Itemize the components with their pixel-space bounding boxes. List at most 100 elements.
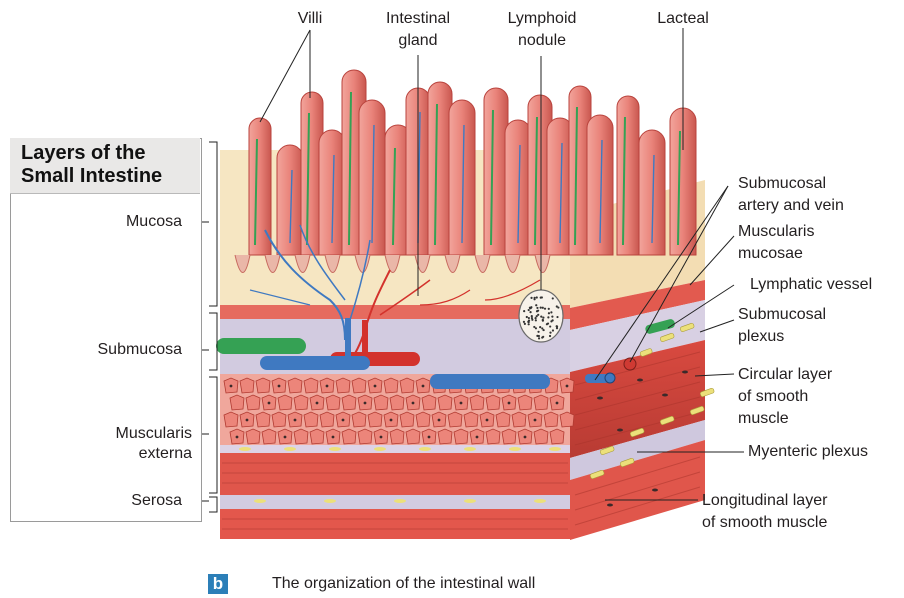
nodule-cell bbox=[556, 305, 558, 307]
label-submucosal-artery-2: artery and vein bbox=[738, 196, 844, 216]
figure-badge: b bbox=[208, 574, 228, 594]
nodule-cell bbox=[535, 319, 537, 321]
nodule-cell bbox=[536, 315, 538, 317]
muscle-cell bbox=[544, 412, 558, 427]
muscle-cell bbox=[310, 429, 324, 444]
layer-label-serosa: Serosa bbox=[60, 491, 182, 511]
nodule-cell bbox=[542, 317, 544, 319]
muscle-cell bbox=[438, 395, 452, 410]
nodule-cell bbox=[538, 337, 540, 339]
muscle-nucleus bbox=[508, 402, 511, 405]
muscle-cell bbox=[464, 412, 478, 427]
nodule-cell bbox=[531, 317, 533, 319]
nodule-cell bbox=[556, 316, 558, 318]
muscle-cell bbox=[400, 412, 414, 427]
muscle-nucleus bbox=[246, 419, 249, 422]
muscle-nucleus bbox=[422, 385, 425, 388]
muscle-nucleus bbox=[374, 385, 377, 388]
muscle-nucleus bbox=[342, 419, 345, 422]
muscle-cell bbox=[240, 378, 254, 393]
nodule-cell bbox=[528, 320, 530, 322]
muscle-cell bbox=[352, 412, 366, 427]
muscle-cell bbox=[256, 412, 270, 427]
nodule-cell bbox=[528, 317, 530, 319]
muscle-cell bbox=[358, 429, 372, 444]
muscle-cell bbox=[470, 395, 484, 410]
muscle-nucleus bbox=[278, 385, 281, 388]
nodule-cell bbox=[548, 312, 550, 314]
vein-front bbox=[260, 356, 370, 370]
muscle-cell bbox=[406, 429, 420, 444]
nodule-cell bbox=[542, 307, 544, 309]
muscle-cell bbox=[560, 412, 574, 427]
muscle-nucleus bbox=[326, 385, 329, 388]
muscle-cell bbox=[438, 429, 452, 444]
muscle-nucleus bbox=[332, 436, 335, 439]
layer-label-muscularis-2: externa bbox=[60, 444, 192, 464]
layer-label-muscularis-1: Muscularis bbox=[60, 424, 192, 444]
nodule-cell bbox=[526, 316, 528, 318]
nodule-cell bbox=[524, 323, 526, 325]
nodule-cell bbox=[541, 327, 543, 329]
muscle-cell bbox=[550, 429, 564, 444]
layer-label-submucosa: Submucosa bbox=[60, 340, 182, 360]
muscle-cell bbox=[352, 378, 366, 393]
label-muscularis-mucosae-2: mucosae bbox=[738, 244, 803, 264]
nodule-cell bbox=[549, 335, 551, 337]
muscle-cell bbox=[304, 378, 318, 393]
muscle-cell bbox=[486, 429, 500, 444]
nodule-cell bbox=[529, 311, 531, 313]
muscle-nucleus bbox=[294, 419, 297, 422]
muscle-cell bbox=[224, 412, 238, 427]
vein-front-2 bbox=[430, 374, 550, 389]
nodule-cell bbox=[531, 315, 533, 317]
muscle-cell bbox=[400, 378, 414, 393]
lymphatic-vessel-front bbox=[216, 338, 306, 354]
nodule-cell bbox=[550, 311, 552, 313]
muscle-nucleus bbox=[412, 402, 415, 405]
muscle-cell bbox=[534, 395, 548, 410]
label-submucosal-plexus-1: Submucosal bbox=[738, 305, 826, 325]
muscle-nucleus bbox=[534, 419, 537, 422]
muscle-nucleus bbox=[460, 402, 463, 405]
muscle-nucleus bbox=[284, 436, 287, 439]
nodule-cell bbox=[556, 327, 558, 329]
muscle-cell bbox=[448, 412, 462, 427]
nodule-cell bbox=[549, 325, 551, 327]
label-longitudinal-layer-1: Longitudinal layer bbox=[702, 491, 827, 511]
muscle-cell bbox=[512, 412, 526, 427]
muscle-nucleus bbox=[390, 419, 393, 422]
legend-title: Layers of the Small Intestine bbox=[10, 138, 200, 194]
villi-group bbox=[235, 70, 696, 273]
nodule-cell bbox=[547, 316, 549, 318]
label-lacteal: Lacteal bbox=[640, 9, 726, 29]
nodule-cell bbox=[523, 310, 525, 312]
muscle-cell bbox=[294, 429, 308, 444]
figure-caption: The organization of the intestinal wall bbox=[272, 574, 535, 594]
villus bbox=[617, 96, 639, 255]
nodule-cell bbox=[528, 323, 530, 325]
nodule-cell bbox=[544, 308, 546, 310]
label-lymphoid-nodule-2: nodule bbox=[490, 31, 594, 51]
muscle-cell bbox=[304, 412, 318, 427]
muscle-cell bbox=[342, 395, 356, 410]
nodule-cell bbox=[540, 315, 542, 317]
villus bbox=[428, 82, 452, 255]
muscle-cell bbox=[454, 429, 468, 444]
muscle-cell bbox=[422, 395, 436, 410]
label-lymphoid-nodule-1: Lymphoid bbox=[490, 9, 594, 29]
muscle-cell bbox=[278, 395, 292, 410]
muscle-cell bbox=[288, 378, 302, 393]
villus bbox=[484, 88, 508, 255]
nodule-cell bbox=[536, 296, 538, 298]
muscle-cell bbox=[390, 429, 404, 444]
label-intestinal-gland-2: gland bbox=[366, 31, 470, 51]
muscle-nucleus bbox=[566, 385, 569, 388]
label-circular-layer-2: of smooth bbox=[738, 387, 808, 407]
muscle-cell bbox=[374, 395, 388, 410]
muscle-cell bbox=[502, 429, 516, 444]
muscle-nucleus bbox=[556, 402, 559, 405]
nodule-cell bbox=[530, 297, 532, 299]
label-muscularis-mucosae-1: Muscularis bbox=[738, 222, 814, 242]
muscle-cell bbox=[534, 429, 548, 444]
